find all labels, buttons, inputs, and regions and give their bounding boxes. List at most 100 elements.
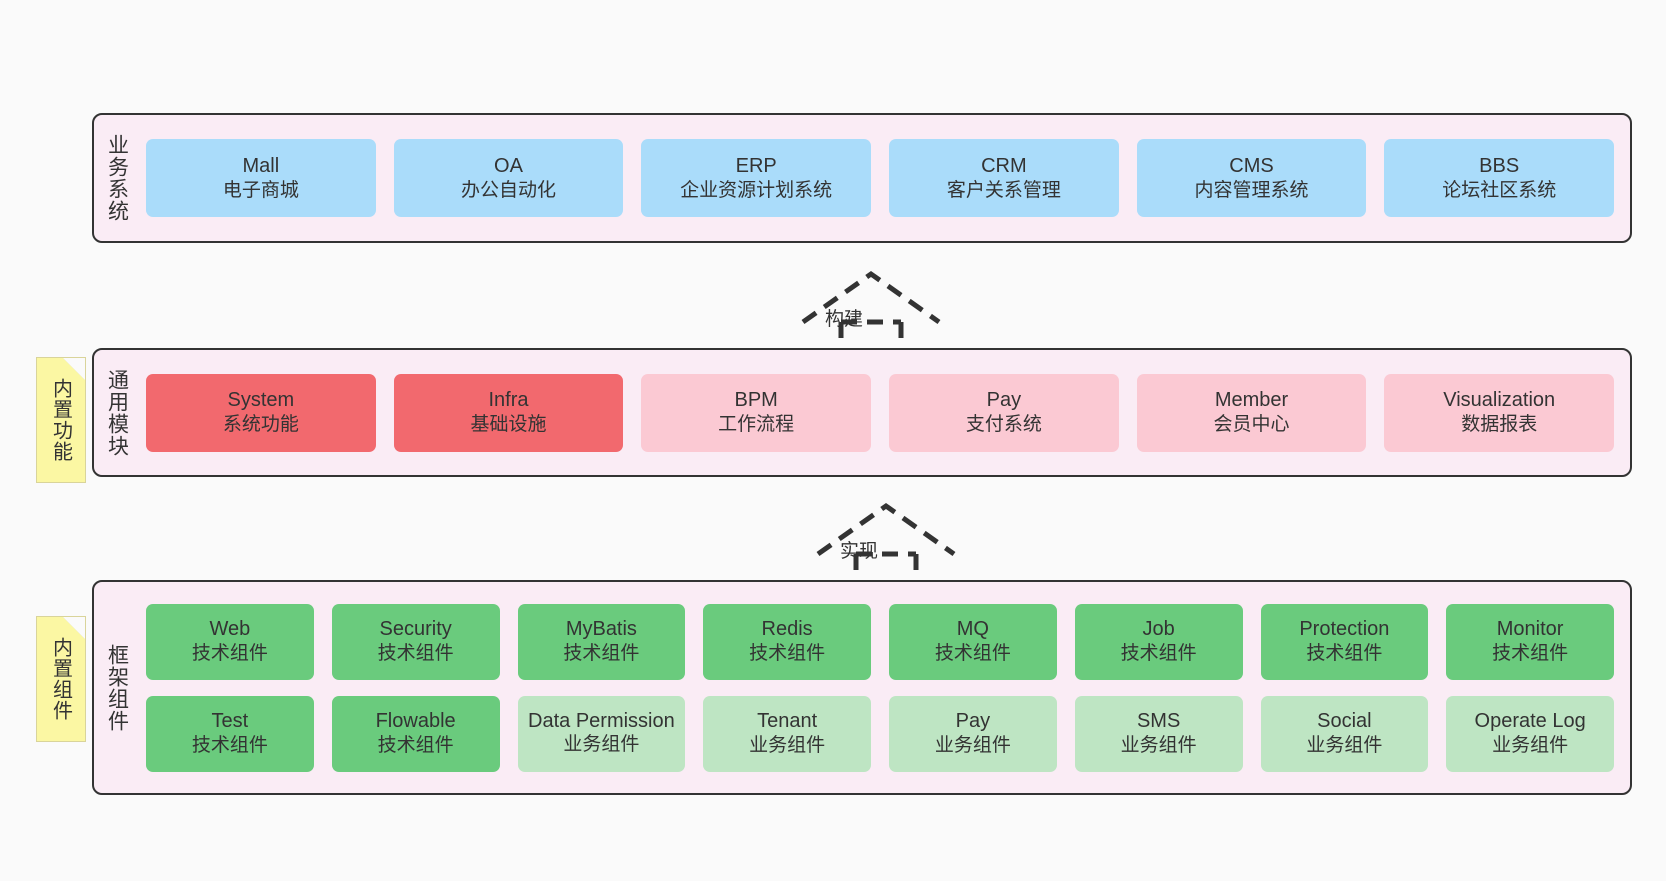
- component-data-permission[interactable]: Data Permission 业务组件: [517, 695, 686, 772]
- module-bbs-en: BBS: [1479, 154, 1520, 177]
- component-redis-cn: 技术组件: [749, 643, 826, 665]
- module-erp[interactable]: ERP 企业资源计划系统: [641, 139, 872, 217]
- sticky-note-builtin-function: 内置功能: [36, 357, 86, 483]
- module-bpm[interactable]: BPM 工作流程: [641, 373, 872, 452]
- component-test-en: Test: [211, 710, 249, 733]
- component-monitor-cn: 技术组件: [1492, 643, 1569, 665]
- component-operate-log[interactable]: Operate Log 业务组件: [1446, 695, 1614, 772]
- module-infra[interactable]: Infra 基础设施: [393, 373, 624, 452]
- module-system-en: System: [227, 389, 295, 412]
- module-visualization[interactable]: Visualization 数据报表: [1384, 373, 1615, 452]
- layer-common-module-title: 通用模块: [105, 368, 129, 457]
- component-web-cn: 技术组件: [191, 643, 268, 665]
- layer-common-module: 通用模块 System 系统功能 Infra 基础设施 BPM 工作流程 Pay…: [92, 348, 1632, 477]
- component-security[interactable]: Security 技术组件: [331, 603, 500, 680]
- component-social[interactable]: Social 业务组件: [1260, 695, 1429, 772]
- module-mall-cn: 电子商城: [222, 179, 299, 201]
- module-mall-en: Mall: [242, 154, 280, 177]
- module-crm-cn: 客户关系管理: [946, 179, 1061, 201]
- layer-framework-component-body: Web 技术组件 Security 技术组件 MyBatis 技术组件 Redi…: [140, 582, 1630, 793]
- component-flowable[interactable]: Flowable 技术组件: [331, 695, 500, 772]
- module-pay-cn: 支付系统: [965, 414, 1042, 436]
- component-pay-en: Pay: [955, 710, 991, 733]
- component-pay-cn: 业务组件: [934, 735, 1011, 757]
- component-test[interactable]: Test 技术组件: [146, 695, 314, 772]
- module-visualization-en: Visualization: [1443, 389, 1556, 412]
- module-bbs[interactable]: BBS 论坛社区系统: [1384, 139, 1615, 217]
- module-crm[interactable]: CRM 客户关系管理: [889, 139, 1119, 217]
- connector-implement-arrowhead-icon: [816, 502, 956, 557]
- component-mybatis[interactable]: MyBatis 技术组件: [517, 603, 686, 680]
- sticky-note-builtin-function-text: 内置功能: [49, 378, 72, 462]
- module-oa-cn: 办公自动化: [461, 179, 557, 201]
- component-security-cn: 技术组件: [377, 643, 454, 665]
- sticky-note-builtin-component: 内置组件: [36, 616, 86, 742]
- component-data-permission-en: Data Permission: [528, 710, 675, 733]
- module-cms-cn: 内容管理系统: [1194, 179, 1309, 201]
- module-bpm-en: BPM: [734, 389, 778, 412]
- module-cms-en: CMS: [1229, 154, 1274, 177]
- module-bbs-cn: 论坛社区系统: [1442, 179, 1557, 201]
- connector-build-arrowhead-icon: [801, 270, 941, 325]
- module-system[interactable]: System 系统功能: [146, 373, 376, 452]
- module-infra-cn: 基础设施: [470, 414, 547, 436]
- layer-common-module-row: System 系统功能 Infra 基础设施 BPM 工作流程 Pay 支付系统…: [146, 373, 1615, 452]
- module-oa[interactable]: OA 办公自动化: [393, 139, 624, 217]
- module-cms[interactable]: CMS 内容管理系统: [1136, 139, 1367, 217]
- component-protection-cn: 技术组件: [1306, 643, 1383, 665]
- component-sms-cn: 业务组件: [1120, 735, 1197, 757]
- component-sms[interactable]: SMS 业务组件: [1074, 695, 1243, 772]
- connector-build-label: 构建: [825, 309, 864, 330]
- connector-implement-label: 实现: [840, 541, 879, 562]
- component-tenant[interactable]: Tenant 业务组件: [703, 695, 871, 772]
- module-infra-en: Infra: [488, 389, 529, 412]
- module-crm-en: CRM: [981, 154, 1027, 177]
- component-job[interactable]: Job 技术组件: [1074, 603, 1243, 680]
- module-member-en: Member: [1214, 389, 1289, 412]
- module-bpm-cn: 工作流程: [718, 414, 795, 436]
- component-web[interactable]: Web 技术组件: [146, 603, 314, 680]
- component-mybatis-en: MyBatis: [565, 618, 637, 641]
- module-member[interactable]: Member 会员中心: [1136, 373, 1367, 452]
- component-operate-log-en: Operate Log: [1474, 710, 1586, 733]
- layer-business-system: 业务系统 Mall 电子商城 OA 办公自动化 ERP 企业资源计划系统 CRM…: [92, 113, 1632, 243]
- layer-common-module-body: System 系统功能 Infra 基础设施 BPM 工作流程 Pay 支付系统…: [140, 350, 1630, 475]
- component-pay[interactable]: Pay 业务组件: [889, 695, 1057, 772]
- component-operate-log-cn: 业务组件: [1492, 735, 1569, 757]
- layer-framework-component-row-technical: Web 技术组件 Security 技术组件 MyBatis 技术组件 Redi…: [146, 603, 1614, 680]
- component-protection[interactable]: Protection 技术组件: [1260, 603, 1429, 680]
- component-social-en: Social: [1317, 710, 1372, 733]
- module-erp-en: ERP: [735, 154, 777, 177]
- component-sms-en: SMS: [1136, 710, 1181, 733]
- component-job-cn: 技术组件: [1120, 643, 1197, 665]
- component-data-permission-cn: 业务组件: [563, 734, 640, 756]
- component-tenant-cn: 业务组件: [749, 735, 826, 757]
- module-erp-cn: 企业资源计划系统: [680, 179, 833, 201]
- component-protection-en: Protection: [1299, 618, 1390, 641]
- module-mall[interactable]: Mall 电子商城: [146, 139, 376, 217]
- layer-business-system-title: 业务系统: [105, 134, 129, 222]
- layer-framework-component-title: 框架组件: [105, 643, 129, 732]
- component-mq[interactable]: MQ 技术组件: [889, 603, 1057, 680]
- component-flowable-en: Flowable: [375, 710, 456, 733]
- component-mq-cn: 技术组件: [934, 643, 1011, 665]
- component-job-en: Job: [1142, 618, 1175, 641]
- component-tenant-en: Tenant: [757, 710, 818, 733]
- module-oa-en: OA: [494, 154, 523, 177]
- component-security-en: Security: [379, 618, 452, 641]
- module-pay-en: Pay: [986, 389, 1022, 412]
- component-mq-en: MQ: [956, 618, 989, 641]
- layer-framework-component: 框架组件 Web 技术组件 Security 技术组件 MyBatis 技术组件…: [92, 580, 1632, 795]
- component-web-en: Web: [209, 618, 251, 641]
- module-system-cn: 系统功能: [222, 414, 299, 436]
- component-mybatis-cn: 技术组件: [563, 643, 640, 665]
- component-flowable-cn: 技术组件: [377, 735, 454, 757]
- module-member-cn: 会员中心: [1213, 414, 1290, 436]
- component-redis[interactable]: Redis 技术组件: [703, 603, 871, 680]
- sticky-note-builtin-component-text: 内置组件: [49, 637, 72, 721]
- component-monitor[interactable]: Monitor 技术组件: [1446, 603, 1614, 680]
- module-pay[interactable]: Pay 支付系统: [889, 373, 1119, 452]
- component-test-cn: 技术组件: [191, 735, 268, 757]
- component-monitor-en: Monitor: [1496, 618, 1564, 641]
